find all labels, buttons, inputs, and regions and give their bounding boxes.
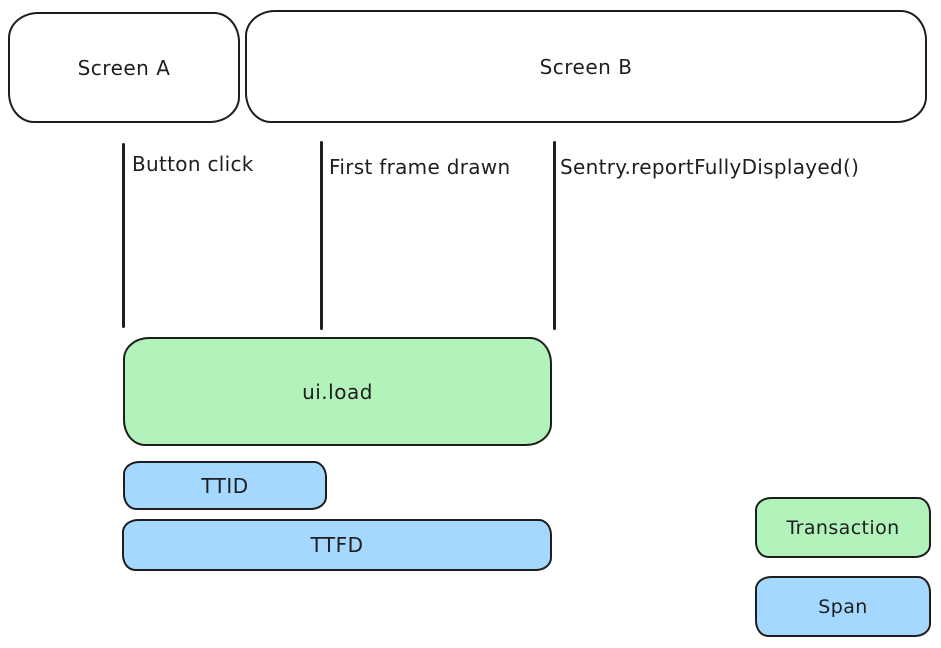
legend-transaction-label: Transaction [786, 516, 900, 539]
ttid-span-bar: TTID [123, 461, 327, 510]
screen-b-label: Screen B [539, 54, 633, 79]
report-fully-displayed-label: Sentry.reportFullyDisplayed() [560, 155, 860, 179]
screen-b-box: Screen B [245, 10, 927, 123]
screen-a-box: Screen A [8, 12, 240, 123]
button-click-marker-line [122, 143, 125, 328]
legend-transaction-box: Transaction [755, 497, 931, 558]
report-fully-displayed-marker-line [553, 141, 556, 330]
legend-span-label: Span [818, 595, 868, 618]
ui-load-label: ui.load [302, 379, 373, 404]
ui-load-transaction-bar: ui.load [123, 337, 552, 446]
ttfd-label: TTFD [310, 533, 364, 557]
ttfd-span-bar: TTFD [122, 519, 552, 571]
legend-span-box: Span [755, 576, 931, 637]
first-frame-drawn-marker-line [320, 141, 323, 330]
screen-a-label: Screen A [77, 55, 171, 80]
ttid-label: TTID [201, 473, 249, 498]
button-click-label: Button click [132, 152, 254, 176]
first-frame-drawn-label: First frame drawn [329, 155, 511, 179]
